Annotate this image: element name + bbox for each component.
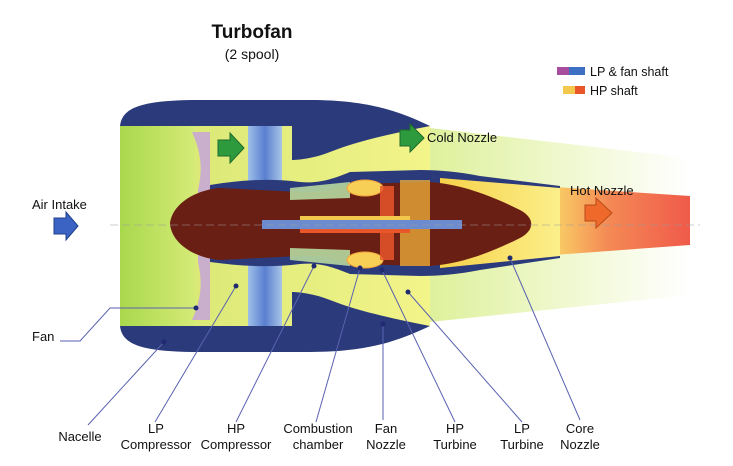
nacelle-bottom (120, 292, 430, 352)
lp-fan-shaft (262, 220, 462, 229)
combustion-chamber-top (346, 179, 384, 197)
lp-turbine-label-line-2: Turbine (500, 437, 544, 452)
nacelle-leader (87, 341, 165, 426)
leader-lines (60, 255, 581, 426)
air-intake-label: Air Intake (32, 197, 87, 212)
core-nozzle-label-line-2: Nozzle (560, 437, 600, 452)
lp-turbine-label-line-1: LP (514, 421, 530, 436)
hp-compressor-stages-lower (290, 248, 350, 266)
hp-turbine-leader (381, 269, 456, 423)
core-nozzle-leader (509, 257, 581, 421)
hp-turbine-label-line-1: HP (446, 421, 464, 436)
cold-nozzle-label: Cold Nozzle (427, 130, 497, 145)
hp-compressor-label-line-2: Compressor (201, 437, 272, 452)
fan-nozzle-label-line-2: Nozzle (366, 437, 406, 452)
hot-nozzle-arrow (584, 196, 613, 230)
lp-compressor-label-line-1: LP (148, 421, 164, 436)
nacelle-label-line-1: Nacelle (58, 429, 101, 444)
cold-nozzle-arrow (399, 122, 425, 154)
legend-lp-swatch-blue (569, 67, 585, 75)
lp-compressor-leader-dot (233, 283, 239, 289)
hot-exhaust-plume (540, 186, 690, 256)
lp-compressor-leader (154, 285, 237, 423)
fan-label: Fan (32, 329, 54, 344)
combustion-chamber-label-line-1: Combustion (283, 421, 352, 436)
fan-nozzle-leader-dot (380, 321, 386, 327)
core-nozzle-label-line-1: Core (566, 421, 594, 436)
legend-lp-swatch-purple (557, 67, 569, 75)
hp-shaft-lower (300, 229, 410, 233)
nacelle-leader-dot (161, 339, 167, 345)
fan-nozzle-label-line-1: Fan (375, 421, 397, 436)
hp-compressor-leader-dot (311, 263, 317, 269)
fan-leader (60, 307, 196, 342)
nacelle-label: Nacelle (58, 429, 101, 444)
combustion-chamber-bottom (346, 251, 384, 269)
hp-compressor-stages (290, 182, 350, 200)
hp-turbine-leader-dot (379, 267, 385, 273)
legend-hp-swatch-orange (575, 86, 585, 94)
core-nozzle-leader-dot (507, 255, 513, 261)
combustion-chamber-leader (315, 267, 361, 423)
diagram-title: Turbofan (212, 22, 293, 43)
hot-nozzle-label: Hot Nozzle (570, 183, 634, 198)
air-intake-arrow (53, 210, 79, 242)
hp-compressor-leader (235, 265, 315, 423)
hp-compressor-label-line-1: HP (227, 421, 245, 436)
legend-hp-swatch-yellow (563, 86, 575, 94)
hp-shaft (300, 216, 410, 220)
legend: LP & fan shaft HP shaft (557, 65, 669, 98)
hp-turbine-label-line-2: Turbine (433, 437, 477, 452)
legend-lp-label: LP & fan shaft (590, 65, 669, 79)
fan-leader-dot (193, 305, 199, 311)
combustion-chamber-leader-dot (357, 265, 363, 271)
diagram-subtitle: (2 spool) (225, 46, 279, 62)
lp-turbine-leader (407, 291, 523, 423)
lp-compressor-label-line-2: Compressor (121, 437, 192, 452)
legend-hp-label: HP shaft (590, 84, 638, 98)
nacelle-top (120, 100, 430, 160)
lp-turbine-leader-dot (405, 289, 411, 295)
fan-flow-arrow (217, 131, 245, 165)
combustion-chamber-label-line-2: chamber (293, 437, 344, 452)
